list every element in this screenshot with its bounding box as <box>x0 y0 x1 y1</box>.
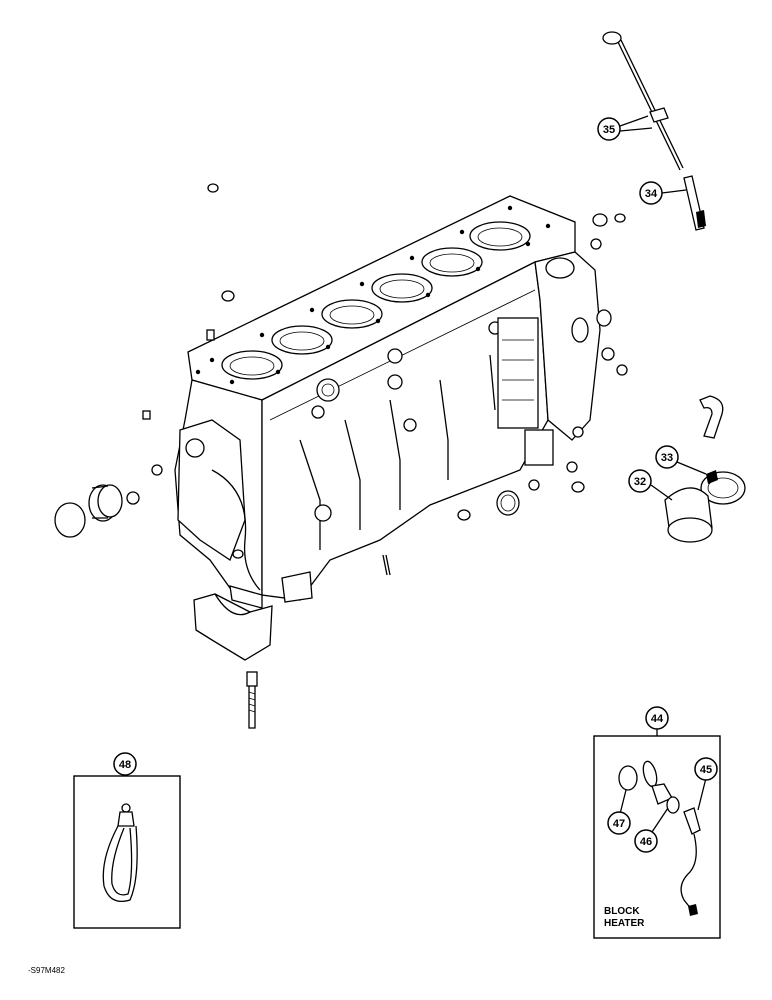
strap-inset: 48 <box>73 752 181 929</box>
callout-47-label: 47 <box>613 818 625 830</box>
loose-plugs-and-seals <box>54 183 724 576</box>
block-heater-line1: BLOCK <box>604 906 640 917</box>
callout-32-label: 32 <box>634 476 646 488</box>
callout-35-label: 35 <box>603 124 615 136</box>
main-bearing-cap <box>193 593 273 661</box>
callout-44-label: 44 <box>651 713 664 725</box>
dipstick-35 <box>602 31 684 171</box>
callout-34-label: 34 <box>645 188 658 200</box>
hose-clamp-33 <box>700 470 746 505</box>
block-heater-line2: HEATER <box>604 918 645 929</box>
callout-48-label: 48 <box>119 759 131 771</box>
dipstick-tube-34 <box>683 175 706 231</box>
callout-32: 32 <box>628 469 673 501</box>
callout-35: 35 <box>597 115 653 141</box>
figure-reference: -S97M482 <box>28 966 65 975</box>
block-heater-caption: BLOCK HEATER <box>604 906 644 930</box>
callout-34: 34 <box>639 181 687 205</box>
cylinder-block <box>174 195 601 609</box>
bearing-cap-bolt <box>246 671 258 729</box>
callout-33-label: 33 <box>661 452 673 464</box>
block-heater-inset: 44 45 47 46 <box>593 706 721 939</box>
callout-33: 33 <box>655 445 707 475</box>
hose-32 <box>664 487 713 543</box>
callout-46-label: 46 <box>640 836 652 848</box>
callout-45-label: 45 <box>700 764 712 776</box>
